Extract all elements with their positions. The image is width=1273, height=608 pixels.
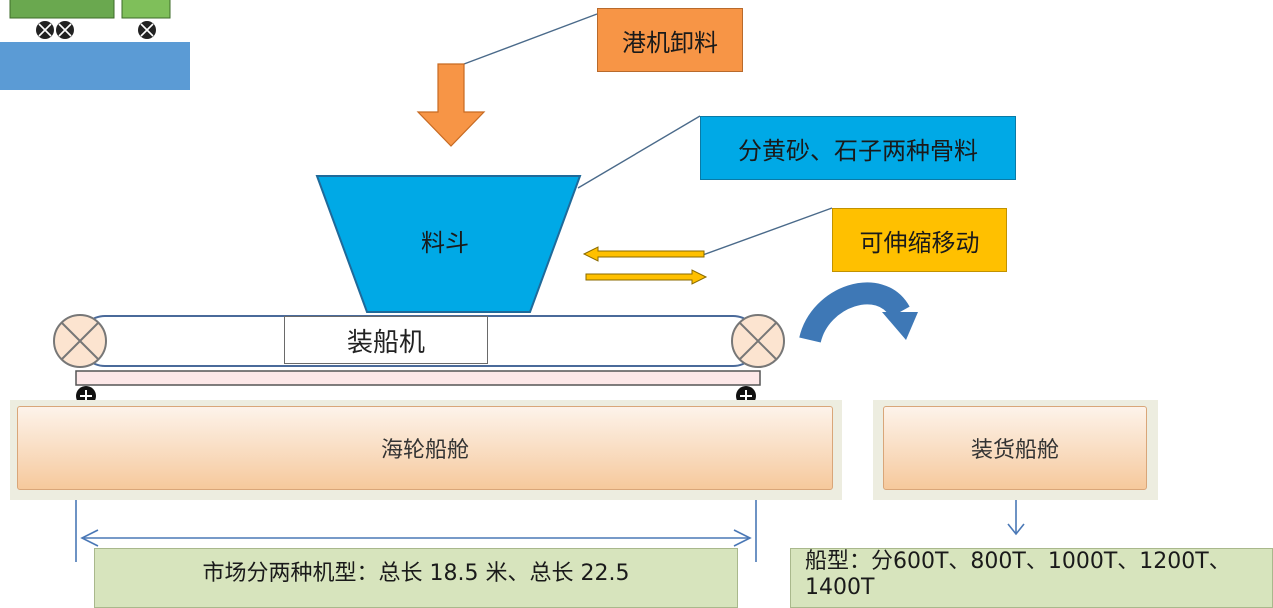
ship-types-box: 船型：分600T、800T、1000T、1200T、1400T: [790, 548, 1273, 608]
unload-label: 港机卸料: [622, 28, 718, 57]
length-dimension-line: [75, 490, 757, 562]
telescopic-label: 可伸缩移动: [859, 228, 980, 257]
loader-label: 装船机: [346, 327, 425, 358]
conveyor-roller-right-icon: [731, 314, 785, 368]
curved-arrow-icon: [799, 282, 918, 344]
spec-box: 市场分两种机型：总长 18.5 米、总长 22.5: [94, 548, 738, 608]
loader-chassis: [75, 370, 761, 386]
cargo-hold-label: 装货船舱: [970, 438, 1059, 463]
double-arrow-icon: [582, 246, 708, 285]
sea-hold-label: 海轮船舱: [380, 438, 469, 463]
unload-callout: 港机卸料: [597, 8, 743, 72]
leader-line-unload: [463, 13, 598, 65]
loader-box: 装船机: [284, 316, 488, 364]
hopper-label: 料斗: [421, 228, 469, 257]
sea-hold: 海轮船舱: [17, 406, 833, 490]
truck-icon: [9, 0, 171, 39]
aggregate-label: 分黄砂、石子两种骨料: [738, 136, 978, 165]
spec-label: 市场分两种机型：总长 18.5 米、总长 22.5: [202, 561, 630, 586]
conveyor-roller-left-icon: [53, 314, 107, 368]
telescopic-callout: 可伸缩移动: [832, 208, 1007, 272]
cargo-hold: 装货船舱: [883, 406, 1147, 490]
aggregate-callout: 分黄砂、石子两种骨料: [700, 116, 1016, 180]
sea-block: [0, 42, 190, 90]
hopper: [315, 175, 582, 313]
leader-line-aggregate: [577, 115, 701, 189]
leader-line-telescopic: [699, 207, 833, 257]
down-arrow-icon: [416, 63, 486, 147]
ship-types-label: 船型：分600T、800T、1000T、1200T、1400T: [805, 548, 1231, 600]
